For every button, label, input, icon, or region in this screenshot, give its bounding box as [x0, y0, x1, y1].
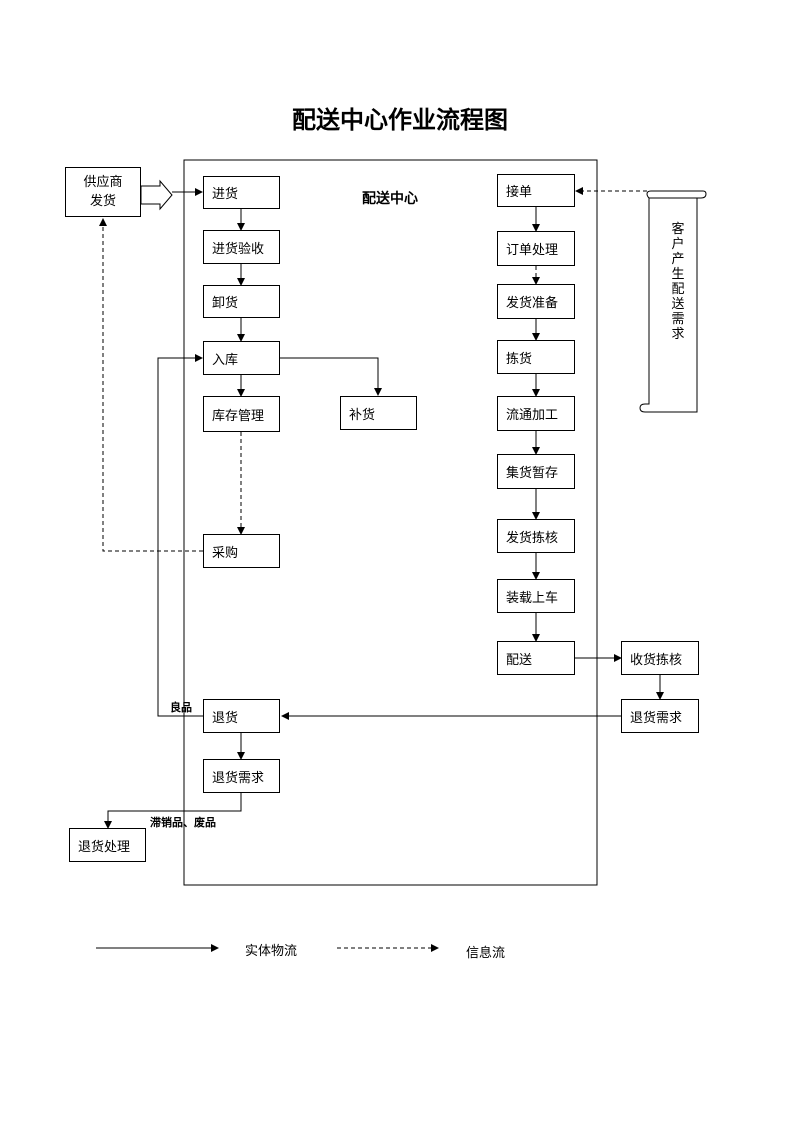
- legend-physical-label: 实体物流: [245, 944, 298, 959]
- node-liutong: 流通加工: [497, 396, 575, 431]
- node-tuihuo-chuli: 退货处理: [69, 828, 146, 862]
- node-jiedan: 接单: [497, 174, 575, 207]
- node-supplier: 供应商 发货: [65, 167, 141, 217]
- node-ruku: 入库: [203, 341, 280, 375]
- distribution-center-frame: [183, 159, 598, 886]
- arrow-ruku-to-buhuo: [280, 357, 382, 396]
- node-fahuo-zhunbei: 发货准备: [497, 284, 575, 319]
- note-liangpin: 良品: [170, 701, 192, 714]
- customer-demand-scroll: [639, 190, 707, 413]
- node-shouhuo: 收货拣核: [621, 641, 699, 675]
- arrow-tuihuo-to-ruku: [157, 354, 203, 717]
- node-caigou: 采购: [203, 534, 280, 568]
- node-zhuangzai: 装载上车: [497, 579, 575, 613]
- node-jianhuo: 拣货: [497, 340, 575, 374]
- note-zhixiao: 滞销品、废品: [150, 816, 216, 829]
- node-fahuo-jianhe: 发货拣核: [497, 519, 575, 553]
- distribution-center-label: 配送中心: [362, 191, 418, 207]
- page-title: 配送中心作业流程图: [292, 106, 508, 134]
- customer-demand-label: 客户产生配送需求: [671, 222, 685, 342]
- node-jinhuo: 进货: [203, 176, 280, 209]
- node-jinhuo-yanshou: 进货验收: [203, 230, 280, 264]
- node-kehu-tuihuo: 退货需求: [621, 699, 699, 733]
- legend-info-label: 信息流: [466, 946, 506, 961]
- supplier-hollow-arrow: [140, 179, 173, 211]
- node-xiehuo: 卸货: [203, 285, 280, 318]
- node-tuihuo-xuqiu: 退货需求: [203, 759, 280, 793]
- dashed-caigou-to-supplier: [99, 218, 203, 552]
- node-dingdan: 订单处理: [497, 231, 575, 266]
- node-tuihuo: 退货: [203, 699, 280, 733]
- node-buhuo: 补货: [340, 396, 417, 430]
- node-jihuo: 集货暂存: [497, 454, 575, 489]
- node-peisong: 配送: [497, 641, 575, 675]
- node-kucun: 库存管理: [203, 396, 280, 432]
- arrow-xuqiu-to-chuli: [104, 793, 242, 829]
